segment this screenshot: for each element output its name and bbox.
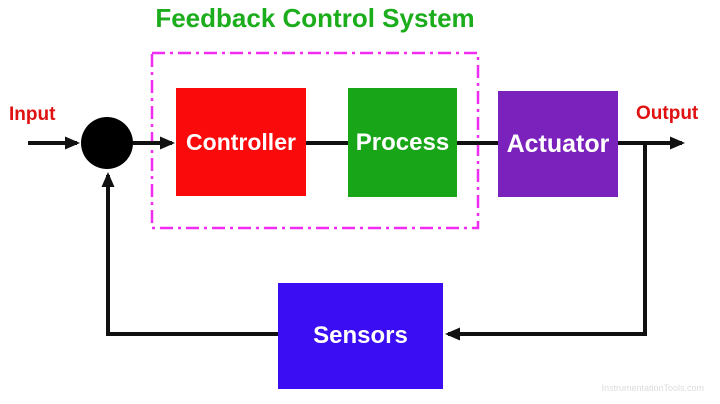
feedback-loop-dashed-box bbox=[150, 51, 480, 230]
process-block: Process bbox=[348, 88, 457, 197]
output-label: Output bbox=[636, 103, 699, 124]
actuator-block-label: Actuator bbox=[506, 129, 610, 158]
output-to-sensors-feedback-arrow bbox=[445, 143, 647, 341]
sensors-block-label: Sensors bbox=[313, 322, 408, 349]
summing-junction bbox=[81, 117, 133, 169]
controller-block: Controller bbox=[176, 88, 306, 196]
process-block-label: Process bbox=[355, 128, 450, 156]
input-label: Input bbox=[9, 104, 56, 125]
actuator-block: Actuator bbox=[498, 91, 618, 197]
sensors-to-junction-feedback-arrow bbox=[101, 172, 278, 336]
controller-block-label: Controller bbox=[186, 128, 296, 155]
sensors-block: Sensors bbox=[278, 283, 443, 389]
watermark: InstrumentationTools.com bbox=[601, 383, 704, 393]
diagram-title: Feedback Control System bbox=[155, 3, 475, 33]
